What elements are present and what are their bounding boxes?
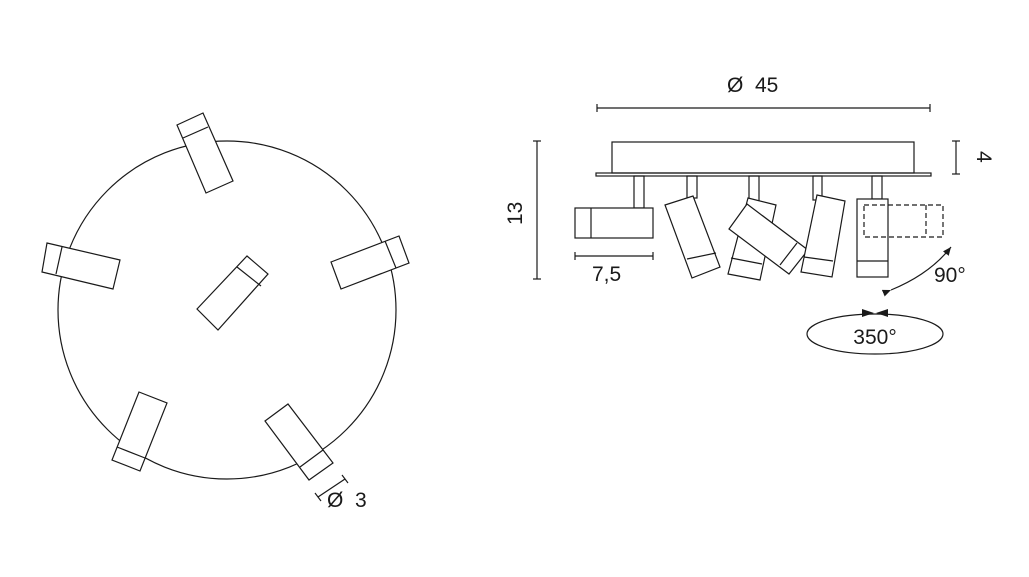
rotation-label: 350°	[853, 326, 896, 349]
height-label: 13	[504, 202, 527, 225]
top-view: Ø 3	[41, 112, 410, 512]
spotlight-rotated-ghost	[863, 204, 944, 238]
spotlight-tilted-2	[800, 194, 846, 278]
side-view: Ø 45 13 4	[504, 74, 995, 355]
base-height-dimension: 4	[952, 140, 995, 175]
base-height-label: 4	[972, 151, 995, 163]
spotlight-right	[330, 235, 410, 290]
spotlight-horizontal	[574, 207, 654, 239]
spotlight-top	[176, 112, 234, 194]
lamp-length-label: 7,5	[592, 263, 621, 286]
rotation-arrow-icon	[862, 309, 888, 317]
spotlight-vertical	[856, 198, 889, 278]
overall-diameter-dimension: Ø 45	[596, 74, 931, 112]
tilt-indicator: 90°	[881, 246, 966, 297]
ceiling-plate-outline	[57, 140, 397, 480]
spotlight-tilted-1	[664, 195, 721, 279]
lamp-length-dimension: 7,5	[574, 252, 654, 286]
height-dimension: 13	[504, 140, 541, 280]
tilt-arrow-icon	[881, 246, 952, 297]
spotlight-bottom-left	[111, 391, 168, 472]
ceiling-base	[595, 141, 932, 177]
lamp-diameter-label: Ø 3	[327, 489, 367, 512]
spotlight-center	[196, 255, 269, 331]
lamp-diameter-dimension: Ø 3	[314, 474, 367, 512]
diameter-label: Ø 45	[727, 74, 778, 97]
spotlight-left	[41, 242, 121, 290]
spotlight-bottom-right	[264, 403, 334, 481]
tilt-label: 90°	[934, 264, 966, 287]
rotation-indicator: 350°	[806, 309, 944, 355]
